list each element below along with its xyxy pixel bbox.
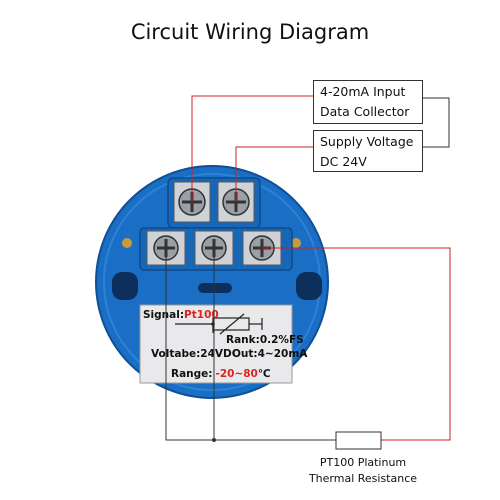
thermistor-symbol-icon: [175, 313, 263, 335]
plate-range-label: Range:: [171, 368, 212, 380]
input-box-line2: Data Collector: [320, 104, 410, 119]
plate-range-value: -20~80: [215, 368, 257, 380]
pin-left: [122, 238, 132, 248]
supply-voltage-box: Supply Voltage DC 24V: [313, 130, 423, 172]
wire-input-positive: [191, 95, 313, 202]
supply-box-line2: DC 24V: [320, 154, 367, 169]
plate-range-line: Range:-20~80℃: [171, 368, 271, 380]
plate-range-unit: ℃: [258, 368, 271, 380]
plate-signal-line: Signal:Pt100: [143, 309, 219, 321]
wire-sensor-red: [262, 247, 451, 441]
pt100-resistor-icon: [335, 431, 382, 450]
spec-plate: Signal:Pt100 Rank:0.2%FS Voltabe:24VDC O…: [139, 304, 308, 384]
plate-signal-label: Signal:: [143, 309, 184, 321]
plate-rank: Rank:0.2%FS: [226, 334, 304, 346]
plate-output: Out:4~20mA: [232, 348, 308, 360]
mount-hole-left: [112, 272, 138, 300]
input-box-line1: 4-20mA Input: [320, 84, 406, 99]
pt100-label-line1: PT100 Platinum: [319, 456, 407, 469]
wire-sensor-dark: [165, 248, 336, 442]
input-data-collector-box: 4-20mA Input Data Collector: [313, 80, 423, 124]
center-slot: [198, 283, 232, 293]
supply-box-line1: Supply Voltage: [320, 134, 414, 149]
upper-terminal-block: [167, 177, 261, 229]
diagram-title: Circuit Wiring Diagram: [130, 20, 370, 44]
pt100-label: PT100 Platinum Thermal Resistance: [298, 455, 428, 487]
mount-hole-right: [296, 272, 322, 300]
plate-signal-value: Pt100: [184, 309, 219, 321]
lower-terminal-block: [139, 227, 293, 271]
plate-voltage: Voltabe:24VDC: [151, 348, 240, 360]
pin-right: [291, 238, 301, 248]
wire-supply-positive: [235, 146, 313, 202]
pt100-label-line2: Thermal Resistance: [308, 472, 418, 485]
wire-collector-supply-loop: [421, 97, 450, 148]
